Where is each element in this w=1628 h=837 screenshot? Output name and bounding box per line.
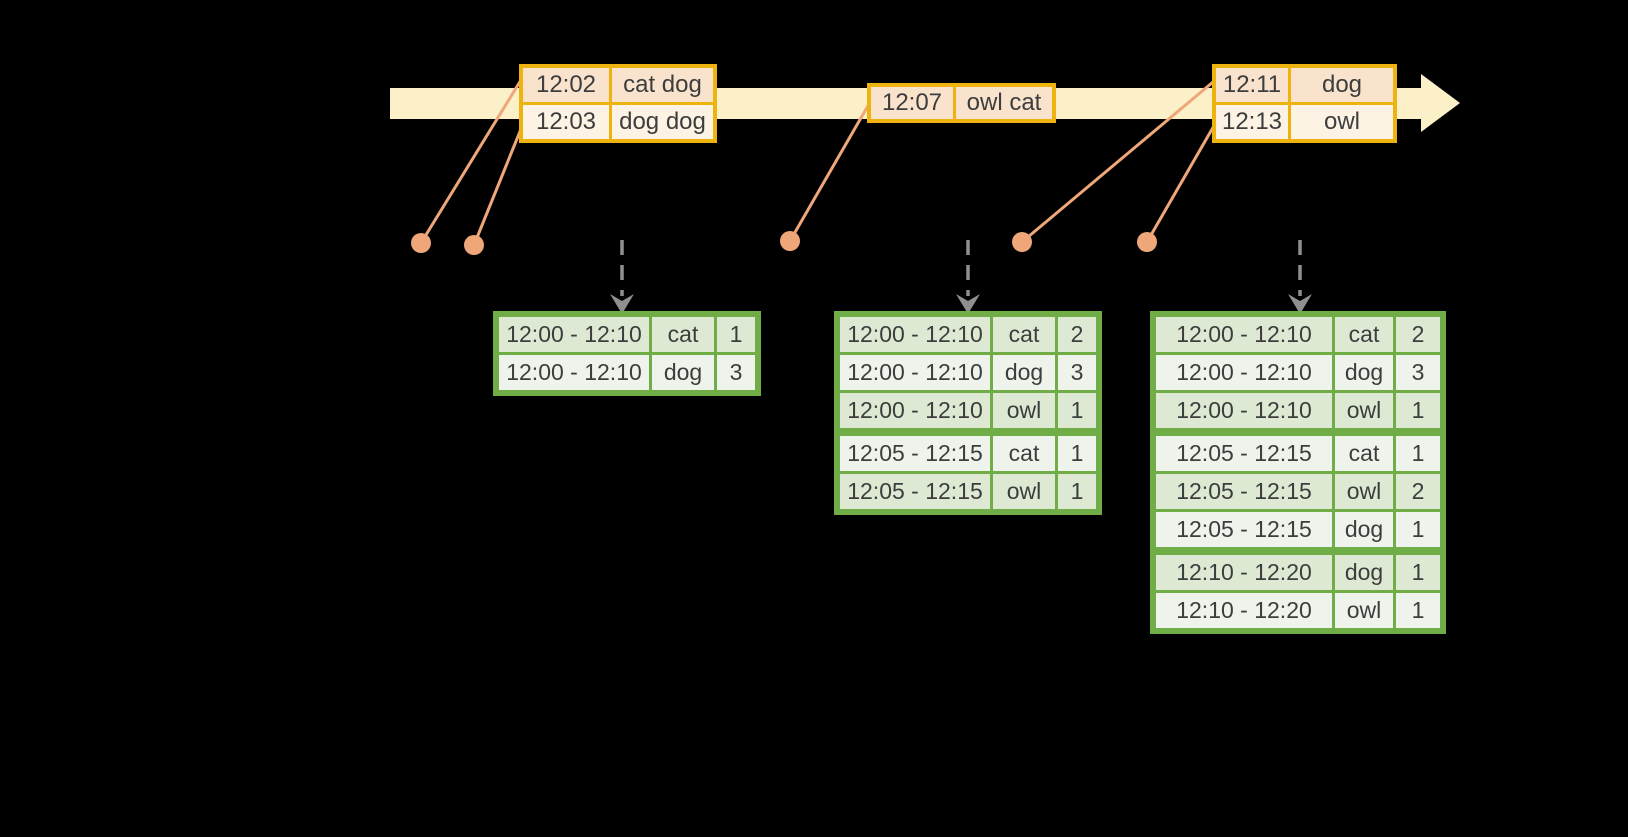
result-row: 12:00 - 12:10 cat 1 [499,317,755,352]
event-row: 12:13 owl [1216,105,1393,139]
trigger-arrowhead-icon [956,294,980,314]
result-row: 12:00 - 12:10 dog 3 [1156,355,1440,390]
window-cell: 12:00 - 12:10 [840,355,990,390]
count-cell: 1 [1396,593,1440,628]
count-cell: 2 [1058,317,1096,352]
result-row: 12:05 - 12:15 owl 2 [1156,474,1440,509]
count-cell: 3 [717,355,755,390]
event-connector-line [472,123,525,246]
result-table-1: 12:00 - 12:10 cat 1 12:00 - 12:10 dog 3 [493,311,761,396]
trigger-arrow-icon [956,240,980,314]
event-row: 12:11 dog [1216,68,1393,102]
count-cell: 1 [1396,436,1440,471]
event-words: dog [1291,68,1393,102]
event-row: 12:03 dog dog [523,105,713,139]
result-row: 12:05 - 12:15 dog 1 [1156,512,1440,547]
word-cell: owl [1335,474,1393,509]
event-dot [464,235,484,255]
count-cell: 1 [1058,393,1096,428]
event-words: owl [1291,105,1393,139]
count-cell: 2 [1396,317,1440,352]
result-row: 12:00 - 12:10 cat 2 [840,317,1096,352]
trigger-arrow-icon [1288,240,1312,314]
word-cell: dog [993,355,1055,390]
result-table-3: 12:00 - 12:10 cat 2 12:00 - 12:10 dog 3 … [1150,311,1446,634]
count-cell: 3 [1396,355,1440,390]
word-cell: owl [1335,393,1393,428]
trigger-arrow-icon [610,240,634,314]
result-row: 12:00 - 12:10 dog 3 [499,355,755,390]
event-time: 12:07 [871,87,953,119]
count-cell: 2 [1396,474,1440,509]
event-connector-line [1021,80,1214,244]
count-cell: 1 [1396,512,1440,547]
count-cell: 1 [1058,436,1096,471]
window-cell: 12:00 - 12:10 [1156,393,1332,428]
result-row: 12:00 - 12:10 dog 3 [840,355,1096,390]
count-cell: 1 [1396,555,1440,590]
trigger-arrowhead-icon [1288,294,1312,314]
event-words: owl cat [956,87,1052,119]
result-row: 12:05 - 12:15 cat 1 [1156,436,1440,471]
event-dot [1137,232,1157,252]
event-time: 12:13 [1216,105,1288,139]
event-dot [1012,232,1032,252]
word-cell: cat [1335,317,1393,352]
window-cell: 12:00 - 12:10 [499,355,649,390]
event-table-1207: 12:07 owl cat [867,83,1056,123]
word-cell: owl [1335,593,1393,628]
event-row: 12:02 cat dog [523,68,713,102]
window-cell: 12:05 - 12:15 [1156,436,1332,471]
event-table-1202: 12:02 cat dog 12:03 dog dog [519,64,717,143]
event-words: dog dog [612,105,713,139]
word-cell: cat [652,317,714,352]
event-connector-line [419,79,523,244]
window-cell: 12:00 - 12:10 [499,317,649,352]
word-cell: dog [1335,355,1393,390]
window-cell: 12:00 - 12:10 [840,393,990,428]
window-cell: 12:05 - 12:15 [1156,474,1332,509]
count-cell: 3 [1058,355,1096,390]
event-connector-line [1145,123,1217,243]
trigger-arrowhead-icon [610,294,634,314]
result-table-2: 12:00 - 12:10 cat 2 12:00 - 12:10 dog 3 … [834,311,1102,515]
window-cell: 12:00 - 12:10 [840,317,990,352]
event-dot [411,233,431,253]
event-dot [780,231,800,251]
word-cell: dog [1335,555,1393,590]
event-words: cat dog [612,68,713,102]
window-cell: 12:00 - 12:10 [1156,355,1332,390]
result-row: 12:00 - 12:10 owl 1 [840,393,1096,428]
window-cell: 12:10 - 12:20 [1156,555,1332,590]
result-row: 12:00 - 12:10 cat 2 [1156,317,1440,352]
event-row: 12:07 owl cat [871,87,1052,119]
window-cell: 12:05 - 12:15 [1156,512,1332,547]
word-cell: owl [993,393,1055,428]
count-cell: 1 [717,317,755,352]
word-cell: cat [993,436,1055,471]
window-cell: 12:00 - 12:10 [1156,317,1332,352]
count-cell: 1 [1396,393,1440,428]
result-row: 12:10 - 12:20 dog 1 [1156,555,1440,590]
window-cell: 12:05 - 12:15 [840,436,990,471]
window-cell: 12:10 - 12:20 [1156,593,1332,628]
result-row: 12:00 - 12:10 owl 1 [1156,393,1440,428]
word-cell: dog [652,355,714,390]
event-time: 12:11 [1216,68,1288,102]
word-cell: cat [993,317,1055,352]
event-time: 12:02 [523,68,609,102]
result-row: 12:05 - 12:15 cat 1 [840,436,1096,471]
event-table-1211: 12:11 dog 12:13 owl [1212,64,1397,143]
word-cell: dog [1335,512,1393,547]
count-cell: 1 [1058,474,1096,509]
timeline-arrowhead-icon [1421,74,1460,132]
result-row: 12:10 - 12:20 owl 1 [1156,593,1440,628]
event-time: 12:03 [523,105,609,139]
result-row: 12:05 - 12:15 owl 1 [840,474,1096,509]
word-cell: owl [993,474,1055,509]
word-cell: cat [1335,436,1393,471]
window-cell: 12:05 - 12:15 [840,474,990,509]
event-connector-line [788,103,871,242]
